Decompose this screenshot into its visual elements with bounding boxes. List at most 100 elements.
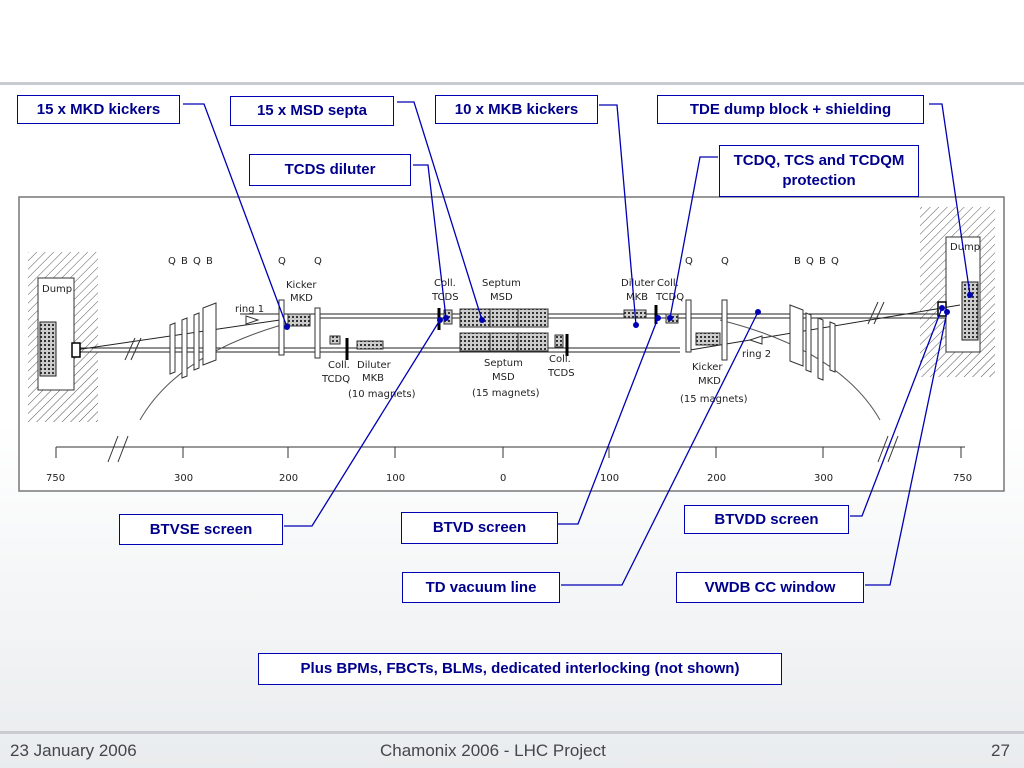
coll-tcdq-bottom-label: Coll. <box>328 360 350 371</box>
left-window <box>71 342 81 358</box>
left-quad-1 <box>278 299 285 356</box>
svg-text:300: 300 <box>814 473 833 484</box>
svg-text:0: 0 <box>500 473 506 484</box>
callout-td-vacuum-line: TD vacuum line <box>402 572 560 603</box>
leader-tcdq <box>669 156 718 319</box>
septum-msd-top <box>459 308 549 328</box>
msd-bottom-label: MSD <box>492 372 515 383</box>
leader-tcds <box>413 164 447 319</box>
footer-divider <box>0 731 1024 734</box>
footer-page-number: 27 <box>991 741 1010 760</box>
diluter-bottom-label: Diluter <box>357 360 392 371</box>
leader-endpoints <box>284 292 973 330</box>
right-q1-label: Q <box>685 256 693 267</box>
extraction-line-left <box>74 319 281 351</box>
ring1-arrow <box>245 315 260 325</box>
right-dump-block <box>961 281 979 341</box>
leader-vwdb <box>865 311 948 586</box>
callout-tde-dump: TDE dump block + shielding <box>657 95 924 124</box>
svg-text:750: 750 <box>46 473 65 484</box>
left-q1-label: Q <box>278 256 286 267</box>
svg-text:Q: Q <box>193 256 201 267</box>
kicker-mkd-bottom <box>695 332 721 346</box>
svg-text:300: 300 <box>174 473 193 484</box>
callout-btvdd-screen: BTVDD screen <box>684 505 849 534</box>
leader-tde <box>929 103 971 296</box>
svg-text:200: 200 <box>279 473 298 484</box>
mkb-bottom-count: (10 magnets) <box>348 389 416 400</box>
axis-tick-marks <box>55 447 962 458</box>
svg-text:750: 750 <box>953 473 972 484</box>
leader-btvdd <box>850 307 943 517</box>
axis-tick-labels: 750 300 200 100 0 100 200 300 750 <box>46 473 972 484</box>
kicker-bottom-label: Kicker <box>692 362 723 373</box>
callout-note: Plus BPMs, FBCTs, BLMs, dedicated interl… <box>258 653 782 685</box>
right-bqbq-magnets <box>789 304 836 381</box>
ring2-arrow <box>748 335 763 345</box>
tcdq-top-label: TCDQ <box>655 292 684 303</box>
extraction-line-right <box>689 304 961 351</box>
callout-tcds-diluter: TCDS diluter <box>249 154 411 186</box>
septum-bottom-label: Septum <box>484 358 523 369</box>
mkb-bottom-label: MKB <box>362 373 384 384</box>
right-bqbq-labels: B Q B Q <box>794 256 839 267</box>
coll-tcds-bottom-label: Coll. <box>549 354 571 365</box>
left-qbqb-labels: Q B Q B <box>168 256 213 267</box>
footer-title: Chamonix 2006 - LHC Project <box>380 741 606 760</box>
svg-text:B: B <box>819 256 826 267</box>
kicker-mkd-top <box>287 313 311 327</box>
leader-mkd <box>183 103 288 328</box>
svg-text:200: 200 <box>707 473 726 484</box>
right-q2-label: Q <box>721 256 729 267</box>
svg-text:100: 100 <box>600 473 619 484</box>
callout-btvd-screen: BTVD screen <box>401 512 558 544</box>
callout-tcdq-protection: TCDQ, TCS and TCDQM protection <box>719 145 919 197</box>
callout-msd-septa: 15 x MSD septa <box>230 96 394 126</box>
right-quad-2 <box>721 299 728 361</box>
svg-text:100: 100 <box>386 473 405 484</box>
septum-top-label: Septum <box>482 278 521 289</box>
msd-bottom-count: (15 magnets) <box>472 388 540 399</box>
leader-mkb <box>599 104 637 326</box>
mkd-bottom-label: MKD <box>698 376 721 387</box>
leader-btvse <box>284 319 441 527</box>
svg-text:B: B <box>794 256 801 267</box>
callout-leader-lines <box>183 101 971 586</box>
tcdq-bottom-block <box>329 335 341 345</box>
septum-msd-bottom <box>459 332 549 352</box>
msd-top-label: MSD <box>490 292 513 303</box>
leader-btvd <box>558 317 659 525</box>
coll-tcds-top-label: Coll. <box>434 278 456 289</box>
header-divider <box>0 82 1024 85</box>
svg-text:B: B <box>181 256 188 267</box>
callout-btvse-screen: BTVSE screen <box>119 514 283 545</box>
break-marks <box>107 301 899 463</box>
tcds-top-label: TCDS <box>431 292 459 303</box>
ring1-label: ring 1 <box>235 304 264 315</box>
footer-date: 23 January 2006 <box>10 741 137 760</box>
tcds-bottom-block <box>554 334 564 348</box>
svg-text:Q: Q <box>831 256 839 267</box>
kicker-label: Kicker <box>286 280 317 291</box>
ring-arc-left <box>139 319 301 421</box>
svg-text:B: B <box>206 256 213 267</box>
right-dump-label: Dump <box>950 242 980 253</box>
left-dump-label: Dump <box>42 284 72 295</box>
tcds-bottom-label: TCDS <box>547 368 575 379</box>
callout-vwdb-window: VWDB CC window <box>676 572 864 603</box>
mkb-top-label: MKB <box>626 292 648 303</box>
diluter-top-label: Diluter <box>621 278 656 289</box>
leader-msd <box>397 101 483 321</box>
left-q2-label: Q <box>314 256 322 267</box>
diluter-mkb-bottom <box>356 340 384 350</box>
tcdq-bottom-label: TCDQ <box>321 374 350 385</box>
svg-text:Q: Q <box>168 256 176 267</box>
coll-tcdq-top-label: Coll. <box>657 278 679 289</box>
left-dump-block <box>39 321 57 377</box>
leader-td-line <box>561 311 759 586</box>
left-quad-2 <box>314 307 321 359</box>
callout-mkd-kickers: 15 x MKD kickers <box>17 95 180 124</box>
left-qbqb-magnets <box>169 302 217 379</box>
ring2-label: ring 2 <box>742 349 771 360</box>
